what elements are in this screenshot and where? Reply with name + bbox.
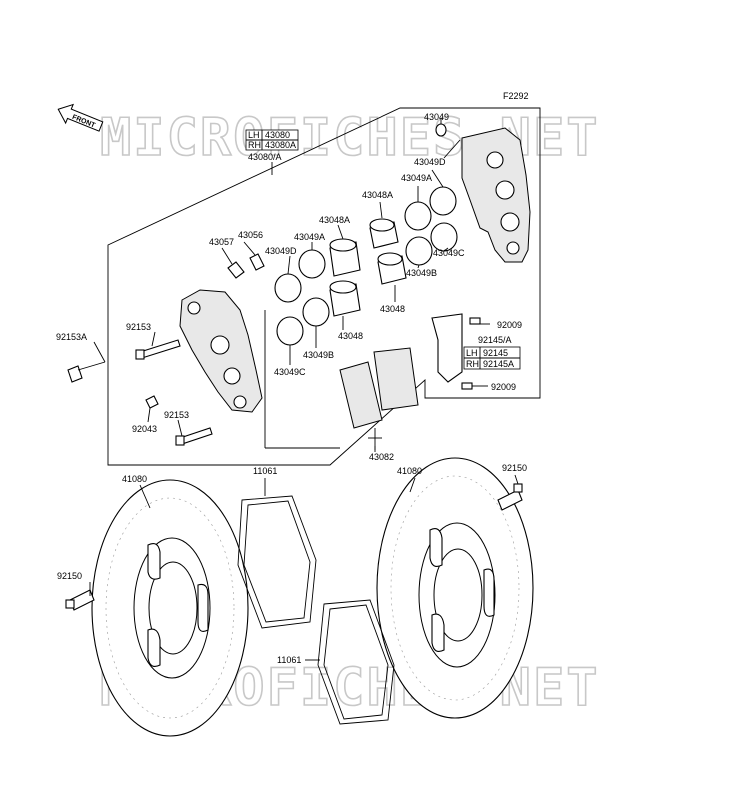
label-43049d-left: 43049D	[265, 246, 297, 256]
brake-caliper-icon	[179, 289, 263, 413]
label-43049a-left: 43049A	[294, 232, 325, 242]
label-43049b-left: 43049B	[303, 350, 334, 360]
leader-lines	[89, 118, 519, 661]
label-41080-left: 41080	[122, 474, 147, 484]
seal-43049a-right	[404, 201, 432, 231]
caliper-assembly-frame	[107, 107, 541, 466]
bolt-92150-right	[497, 483, 523, 511]
label-92009-a: 92009	[497, 320, 522, 330]
seal-43049a-left	[298, 249, 326, 279]
bolt-92153a	[67, 361, 106, 383]
piston-43048a-left	[329, 238, 361, 277]
brake-disc-icon	[91, 479, 249, 737]
outer-caliper-half	[443, 127, 531, 263]
callout-rh-part: 43080A	[265, 140, 296, 150]
label-11061-bottom: 11061	[277, 655, 301, 665]
label-11061-top: 11061	[253, 466, 277, 476]
seal-43049b-right	[405, 236, 433, 266]
label-43082: 43082	[369, 452, 394, 462]
brake-pads-43082	[339, 347, 419, 450]
bolt-92153-a	[135, 339, 181, 360]
cap-43056	[249, 253, 265, 271]
bleeder-43057	[227, 261, 245, 279]
piston-43048-left	[329, 280, 361, 317]
brake-disc-right	[376, 457, 534, 719]
label-92153-a: 92153	[126, 322, 151, 332]
label-43048a-left: 43048A	[319, 215, 350, 225]
front-arrow-icon: FRONT	[57, 103, 104, 132]
pin-92043	[145, 395, 159, 409]
label-92150-right: 92150	[502, 463, 527, 473]
figure-code: F2292	[503, 91, 529, 101]
callout-caliper-label: 43080/A	[248, 152, 282, 162]
callout2-label: 92145/A	[478, 335, 512, 345]
callout-lh-part: 43080	[265, 130, 290, 140]
seal-43049c-left	[276, 316, 304, 346]
pad-spring-92145	[431, 313, 463, 383]
label-43049a-right: 43049A	[401, 173, 432, 183]
bolt-92150-left	[65, 589, 95, 611]
label-43048-right: 43048	[380, 304, 405, 314]
callout-rh-tag: RH	[248, 140, 261, 150]
callout2-rh-tag: RH	[466, 359, 479, 369]
label-92153-b: 92153	[164, 410, 189, 420]
label-43049b-right: 43049B	[406, 268, 437, 278]
gasket-11061-top	[237, 495, 317, 629]
seal-43049b-left	[302, 297, 330, 327]
bolt-92153-b	[175, 427, 213, 446]
label-43049c-left: 43049C	[274, 367, 306, 377]
label-92150-left: 92150	[57, 571, 82, 581]
label-41080-right: 41080	[397, 466, 422, 476]
gasket-11061-bottom	[317, 599, 395, 725]
label-43057: 43057	[209, 237, 234, 247]
watermark-top: MICROFICHES.NET	[100, 108, 600, 168]
label-43049-top: 43049	[424, 112, 449, 122]
seal-43049d-right	[429, 186, 457, 216]
seal-43049c-right	[430, 222, 458, 252]
label-92153a: 92153A	[56, 332, 87, 342]
label-92043: 92043	[132, 424, 157, 434]
label-43048a-right: 43048A	[362, 190, 393, 200]
pad-spring-callout-box: 92145/A LH 92145 RH 92145A	[463, 335, 521, 370]
label-43048-left: 43048	[338, 331, 363, 341]
piston-43048a-right	[369, 218, 399, 249]
piston-43048-right	[377, 252, 407, 285]
callout2-rh-part: 92145A	[483, 359, 514, 369]
label-43049d-right: 43049D	[414, 157, 446, 167]
bleeder-43049	[435, 123, 447, 137]
seal-43049d-left	[274, 273, 302, 303]
caliper-callout-box: LH 43080 RH 43080A 43080/A	[245, 129, 299, 175]
label-92009-b: 92009	[491, 382, 516, 392]
label-43049c-right: 43049C	[433, 248, 465, 258]
callout2-lh-part: 92145	[483, 348, 508, 358]
screw-92009-a	[469, 317, 481, 325]
callout2-lh-tag: LH	[466, 348, 478, 358]
callout-lh-tag: LH	[248, 130, 260, 140]
label-43056: 43056	[238, 230, 263, 240]
screw-92009-b	[461, 382, 473, 390]
